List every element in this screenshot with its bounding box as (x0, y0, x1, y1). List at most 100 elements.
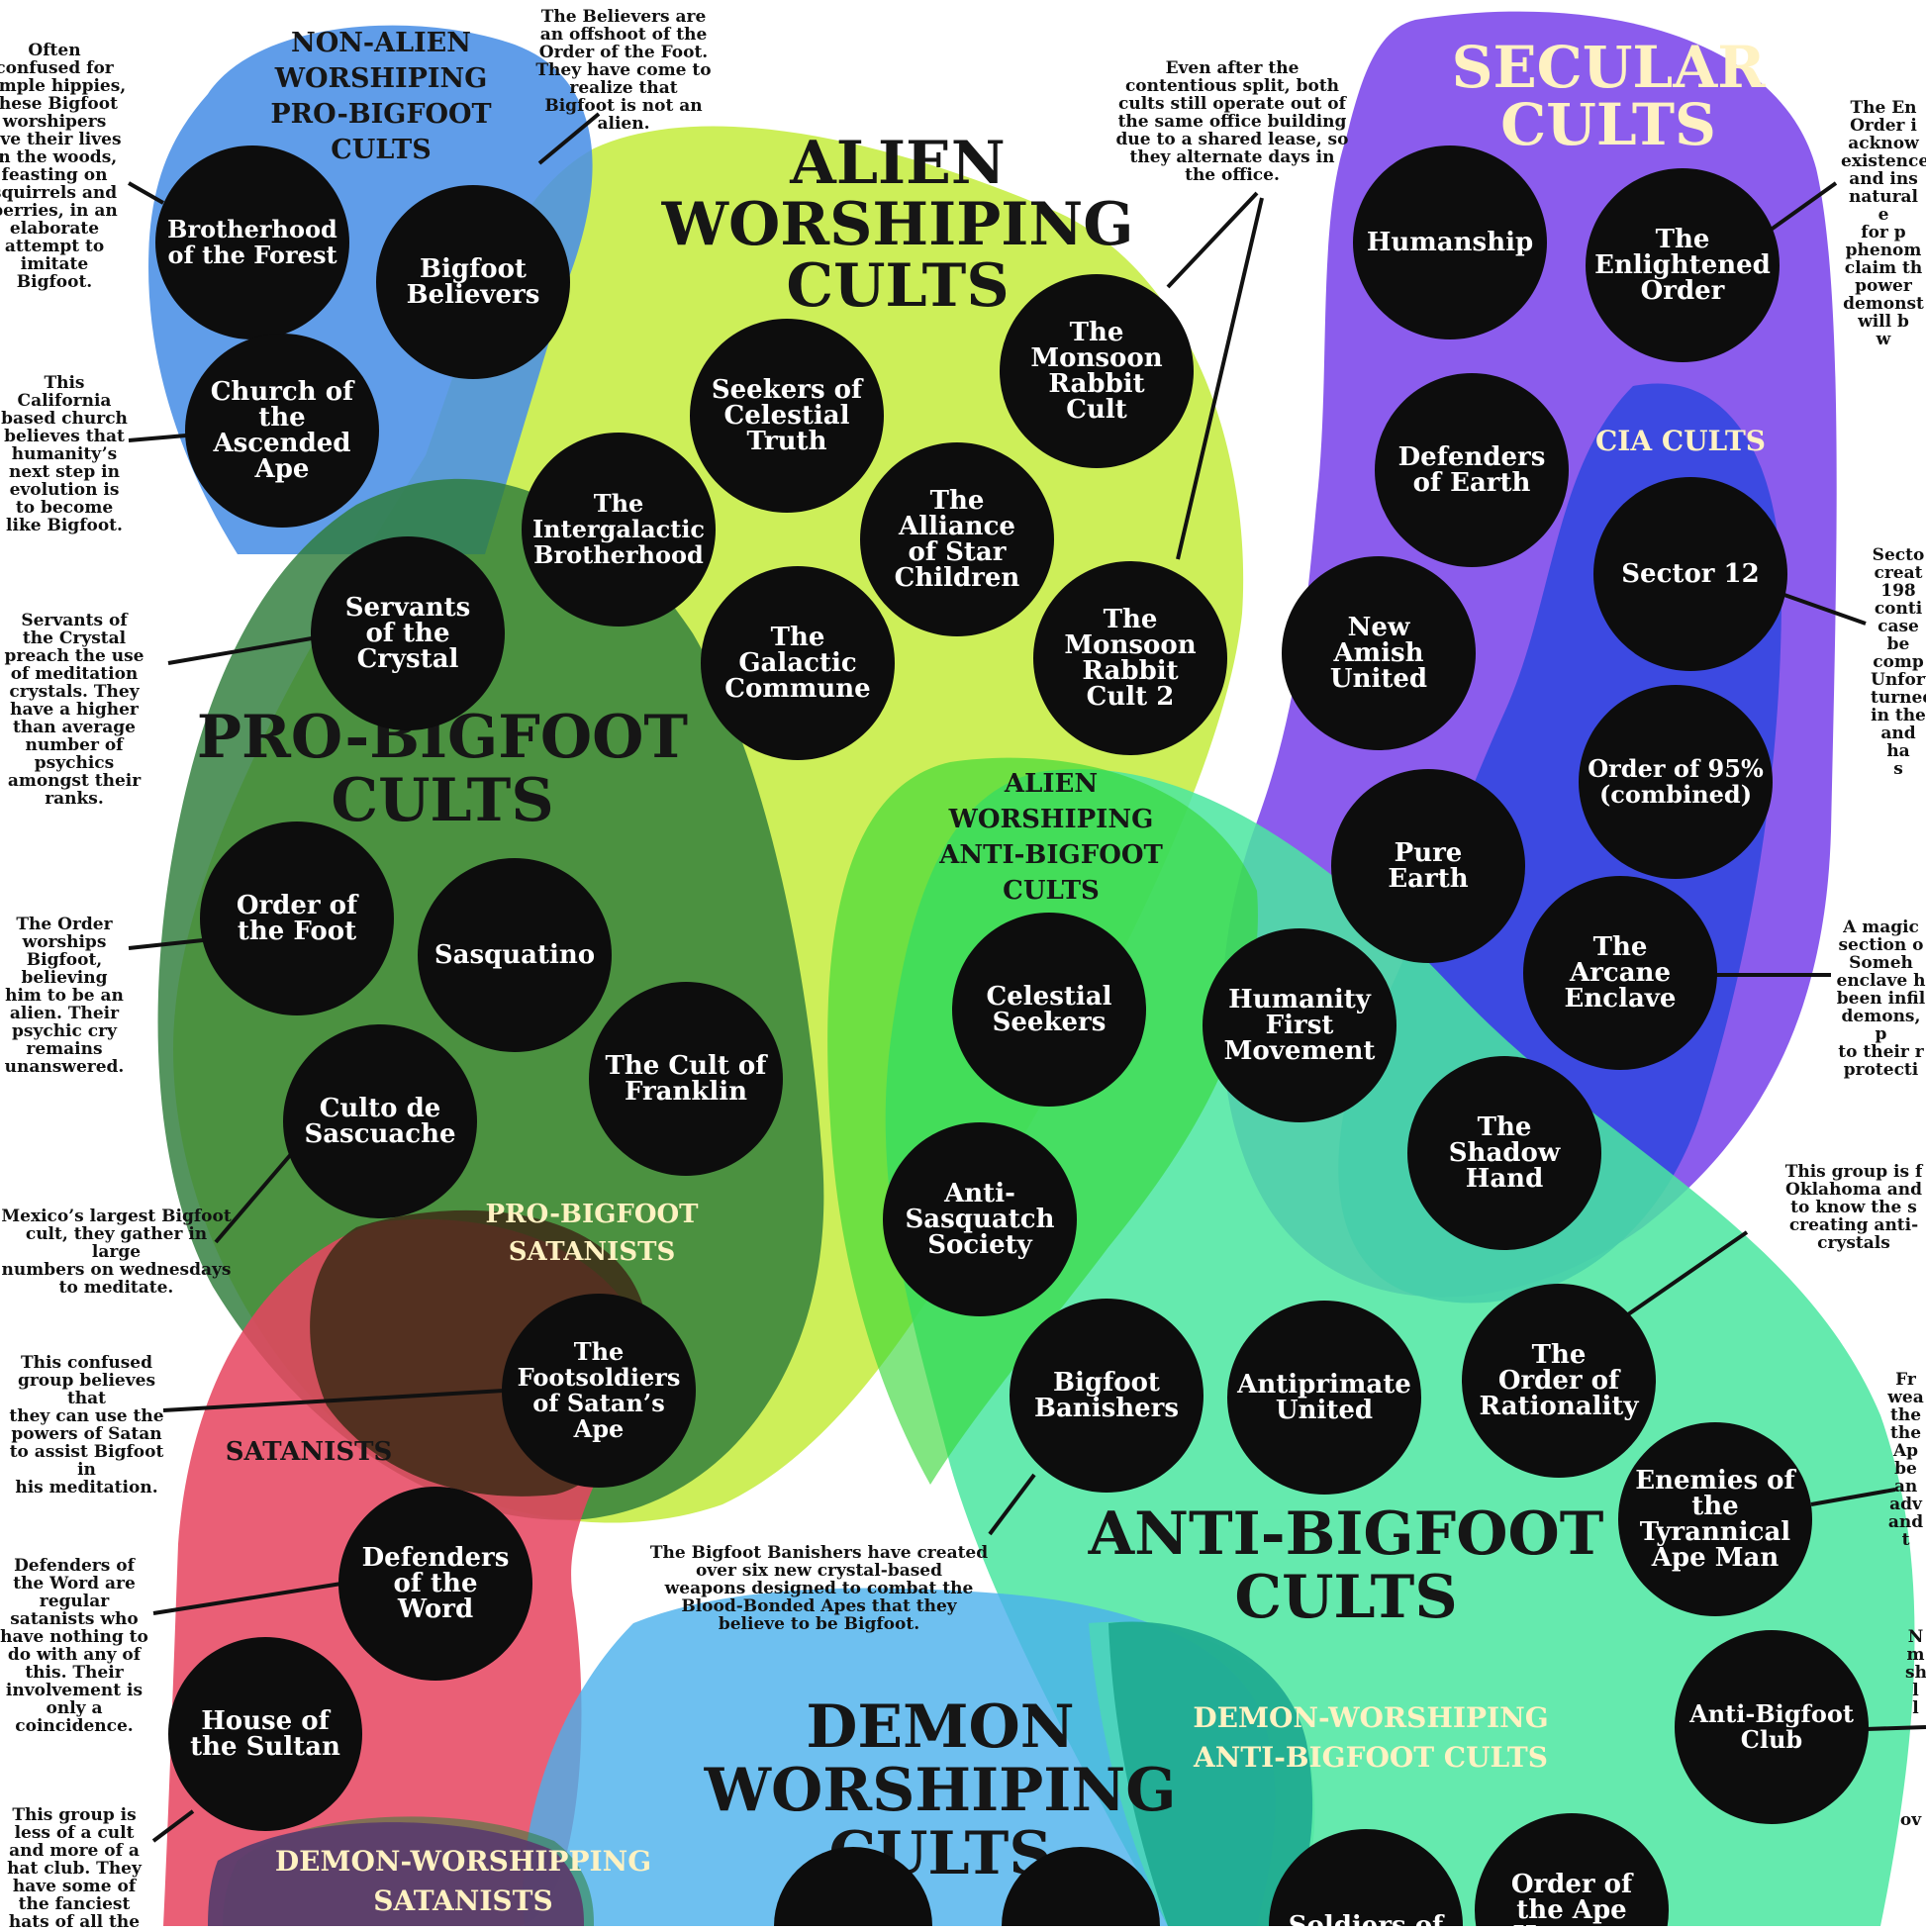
cult-circle (1203, 928, 1396, 1122)
cult-circle (690, 319, 884, 513)
region-demon-worshiping-blob (523, 1588, 1276, 1926)
cult-circle (589, 982, 783, 1176)
annotation-note-club: N m sh l l (1905, 1627, 1926, 1718)
cult-circle (1269, 1829, 1463, 1926)
connector-line (152, 1582, 342, 1615)
cult-circle (1375, 373, 1569, 567)
cult-sector-12: Sector 12 (1593, 477, 1787, 671)
cult-circle (1331, 769, 1525, 963)
cult-circle (1523, 876, 1717, 1070)
cult-label: Sector 12 (1621, 559, 1759, 589)
region-demon-satanists-overlap (208, 1822, 584, 1926)
cult-circle (1227, 1301, 1421, 1495)
cult-order-of-95: Order of 95%(combined) (1579, 685, 1773, 879)
annotation-note-banishers: The Bigfoot Banishers have created over … (649, 1543, 989, 1634)
cult-circle (1675, 1630, 1869, 1824)
connector-line (162, 1389, 506, 1412)
cult-circle (338, 1487, 532, 1681)
cult-circle (1000, 274, 1194, 468)
cult-circle (376, 185, 570, 379)
annotation-note-church: This California based church believes th… (1, 373, 128, 535)
cult-circle (1353, 145, 1547, 339)
cult-label: Humanship (1367, 228, 1533, 257)
cult-circle (1033, 561, 1227, 755)
cult-soldiers-of: Soldiers of (1269, 1829, 1463, 1926)
cult-circle (155, 145, 349, 339)
cult-circle (418, 858, 612, 1052)
annotation-note-culto: Mexico’s largest Bigfoot cult, they gath… (1, 1207, 232, 1298)
connector-line (128, 434, 187, 442)
cult-circle (1593, 477, 1787, 671)
annotation-connectors (128, 112, 1926, 1843)
cult-circle (185, 334, 379, 528)
cult-label: Order of 95%(combined) (1588, 754, 1764, 809)
connector-line (214, 1151, 294, 1244)
cult-circle (1010, 1299, 1204, 1493)
cult-circle (502, 1294, 696, 1488)
annotation-note-footsoldiers: This confused group believes that they c… (9, 1353, 164, 1497)
cult-circle (701, 566, 895, 760)
annotation-note-defenders-word: Defenders of the Word are regular satani… (0, 1556, 148, 1736)
cult-circle (1475, 1813, 1669, 1926)
connector-line (988, 1473, 1036, 1536)
annotation-note-club-2: ov (1899, 1810, 1922, 1830)
annotation-note-servants: Servants of the Crystal preach the use o… (4, 611, 144, 809)
cult-circle-cropped (1002, 1847, 1160, 1926)
annotation-note-monsoon: Even after the contentious split, both c… (1115, 58, 1349, 185)
annotation-note-brotherhood: Often confused for simple hippies, these… (0, 41, 127, 292)
cult-circle (1407, 1056, 1601, 1250)
annotation-note-sector12: Secto creat 198 conti case be comp Unfor… (1871, 545, 1926, 779)
annotation-note-enemies: Fr wea the the Ap be an adv and t (1887, 1370, 1924, 1550)
connector-line (128, 181, 164, 205)
cult-circle (168, 1637, 362, 1831)
connector-line (151, 1809, 195, 1843)
annotation-note-order-foot: The Order worships Bigfoot, believing hi… (4, 915, 125, 1077)
cult-circle (283, 1024, 477, 1218)
